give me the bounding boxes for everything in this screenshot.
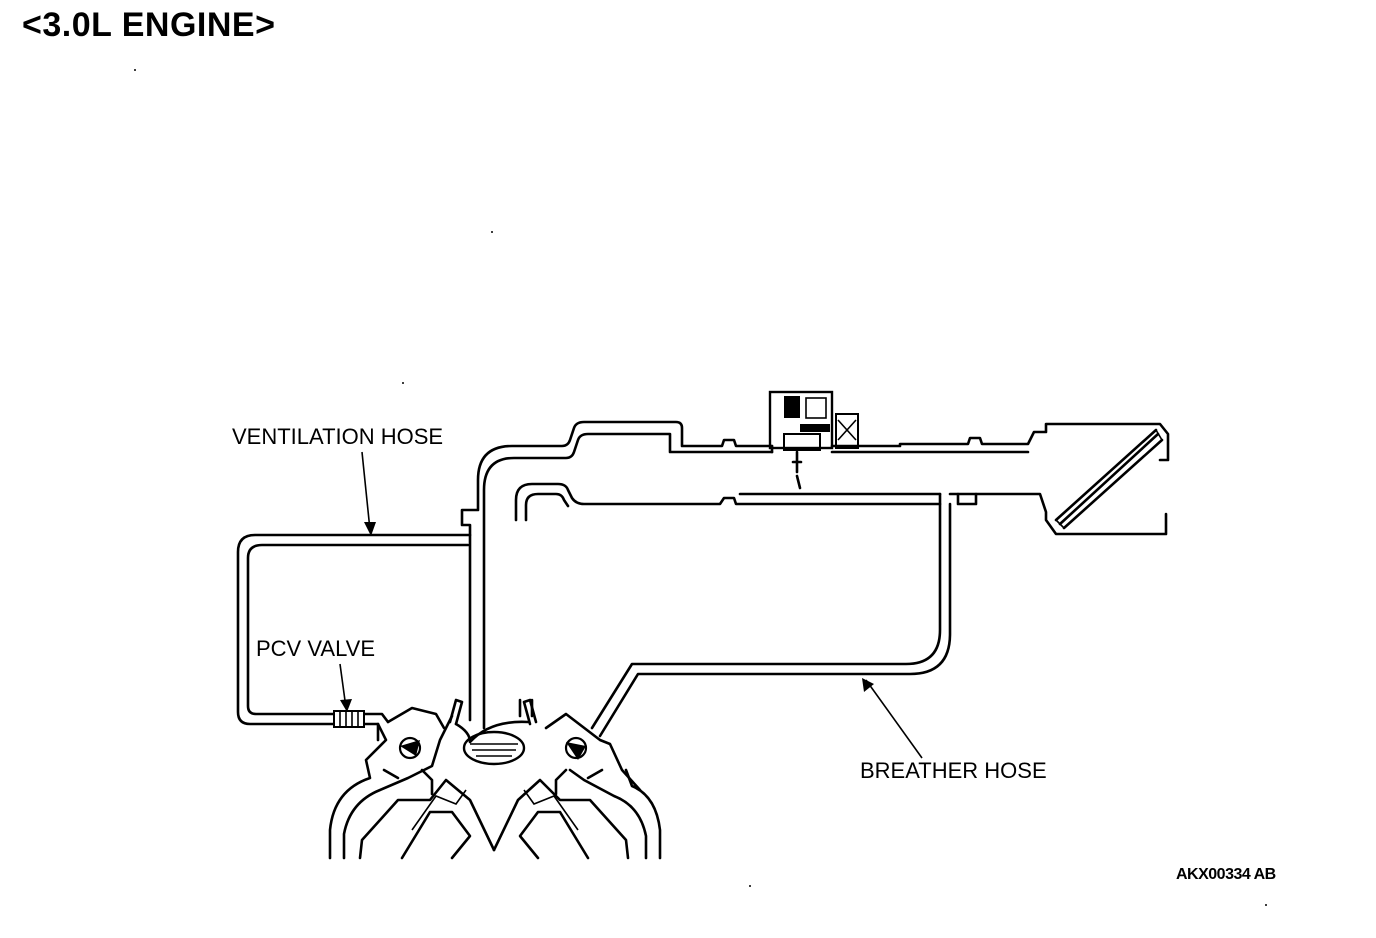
pcv-valve-leader (339, 663, 352, 712)
ventilation-hose-label: VENTILATION HOSE (232, 424, 444, 449)
page-title: <3.0L ENGINE> (22, 6, 276, 44)
ventilation-hose-leader (361, 451, 376, 536)
throttle-body (768, 390, 859, 490)
breather-hose-label: BREATHER HOSE (860, 758, 1047, 783)
air-intake-duct (460, 420, 1170, 730)
figure-code: AKX00334 AB (1176, 866, 1276, 883)
engine-block (328, 698, 662, 860)
breather-hose (590, 492, 952, 738)
scan-specks (134, 69, 1267, 906)
pcv-valve (333, 710, 365, 728)
pcv-valve-label: PCV VALVE (256, 636, 376, 661)
breather-hose-leader (862, 678, 923, 759)
